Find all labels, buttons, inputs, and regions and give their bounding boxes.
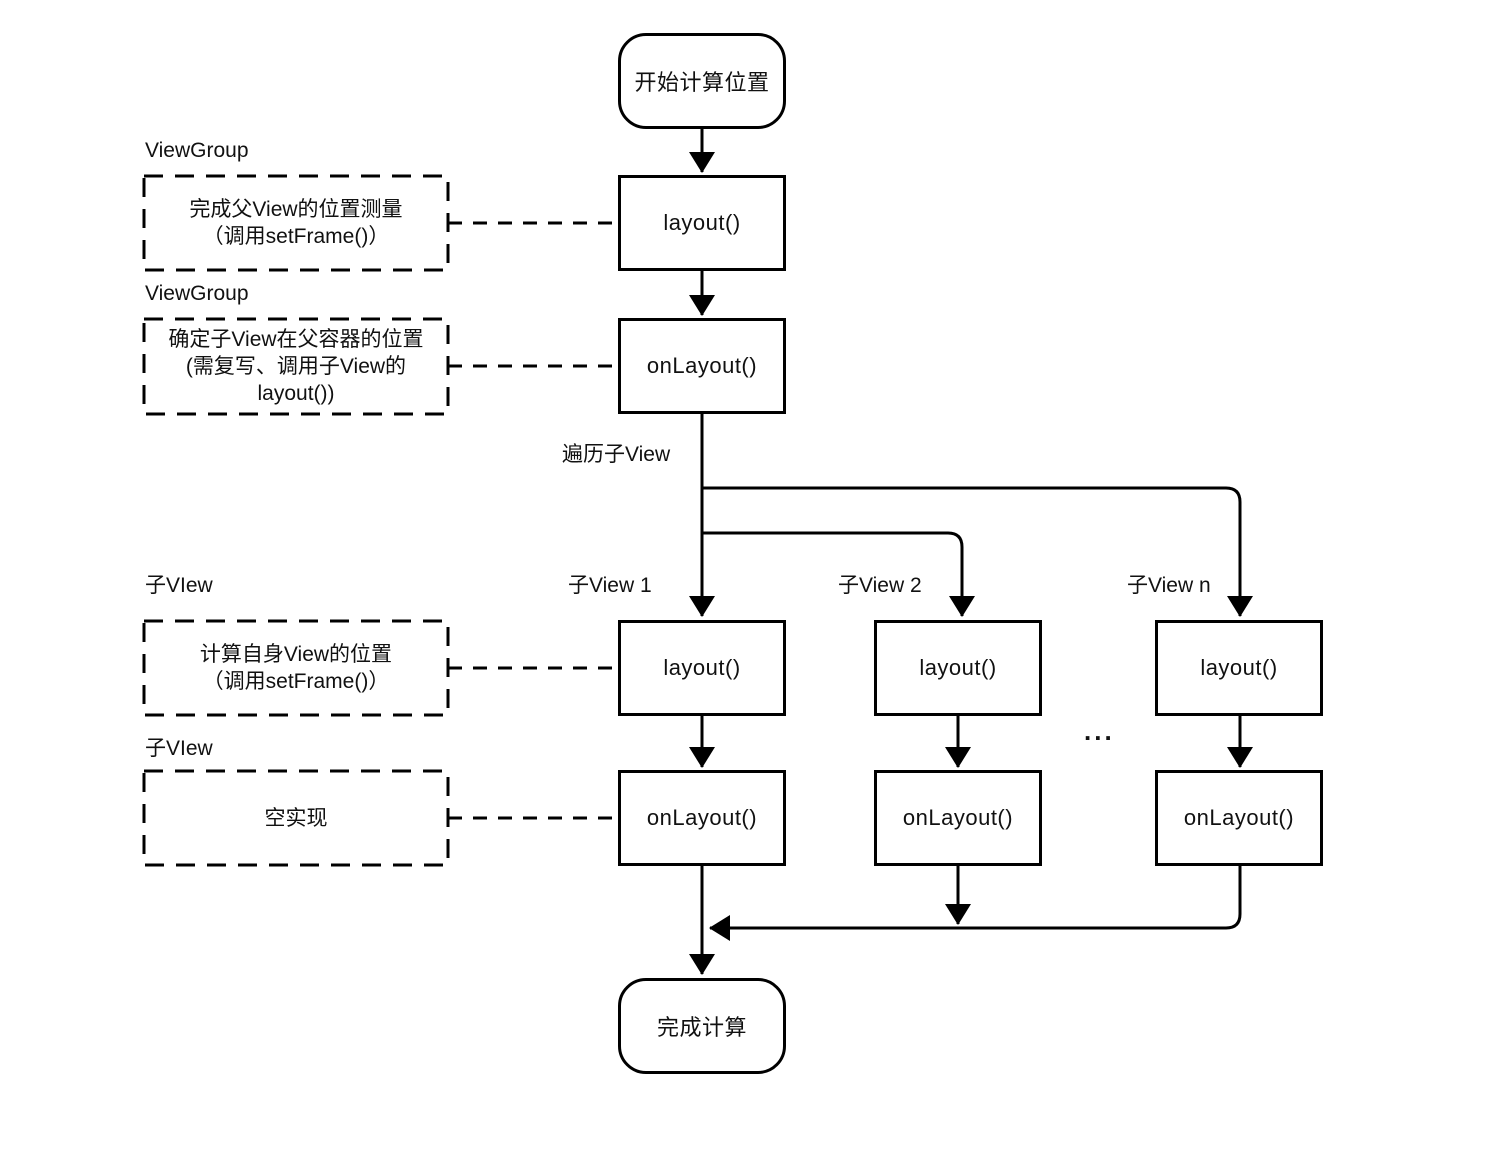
child1-onlayout-node: onLayout() <box>618 770 786 866</box>
annotation-4-label: 子VIew <box>145 737 213 760</box>
annotation-2-text: 确定子View在父容器的位置 (需复写、调用子View的 layout()) <box>144 319 448 414</box>
child2-onlayout-node: onLayout() <box>874 770 1042 866</box>
arrow-childn-to-merge <box>709 866 1242 941</box>
annotation-1-text: 完成父View的位置测量 （调用setFrame()） <box>144 176 448 270</box>
annotation-box-3-border <box>142 619 450 717</box>
childn-layout-node: layout() <box>1155 620 1323 716</box>
child1-layout-node: layout() <box>618 620 786 716</box>
childn-onlayout-node: onLayout() <box>1155 770 1323 866</box>
annotation-box-4-border <box>142 769 450 867</box>
annotation-3-line-2: （调用setFrame()） <box>202 670 390 693</box>
annotation-box-1-border <box>142 174 450 272</box>
annotation-2-line-3: layout()) <box>257 382 335 405</box>
arrow-branch-to-childn <box>702 486 1253 617</box>
annotation-2-line-2: (需复写、调用子View的 <box>185 355 407 378</box>
end-node: 完成计算 <box>618 978 786 1074</box>
annotation-1-line-2: （调用setFrame()） <box>202 225 390 248</box>
annotation-3-label: 子VIew <box>145 574 213 597</box>
annotation-3-line-1: 计算自身View的位置 <box>199 643 393 666</box>
child2-column-label: 子View 2 <box>838 574 922 597</box>
root-layout-node: layout() <box>618 175 786 271</box>
annotation-3-text: 计算自身View的位置 （调用setFrame()） <box>144 621 448 715</box>
arrow-branch-to-child2 <box>702 531 975 617</box>
root-onlayout-node: onLayout() <box>618 318 786 414</box>
child2-layout-node: layout() <box>874 620 1042 716</box>
columns-ellipsis: ... <box>1084 716 1115 746</box>
annotation-2-line-1: 确定子View在父容器的位置 <box>168 328 424 351</box>
annotation-2-label: ViewGroup <box>145 282 249 305</box>
annotation-box-2-border <box>142 317 450 416</box>
traverse-children-label: 遍历子View <box>562 443 671 466</box>
annotation-1-label: ViewGroup <box>145 139 249 162</box>
start-node: 开始计算位置 <box>618 33 786 129</box>
annotation-4-line-1: 空实现 <box>264 806 328 830</box>
child1-column-label: 子View 1 <box>568 574 652 597</box>
annotation-1-line-1: 完成父View的位置测量 <box>189 198 403 221</box>
annotation-4-text: 空实现 <box>144 771 448 865</box>
childn-column-label: 子View n <box>1127 574 1211 597</box>
